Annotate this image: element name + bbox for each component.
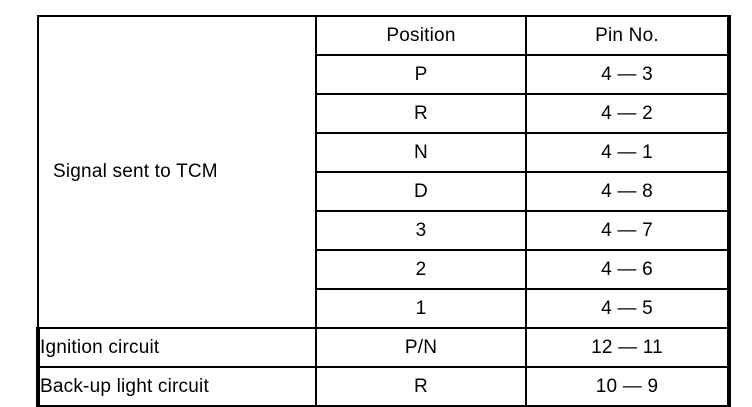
table-row: R 4 — 2 [38,93,731,134]
cell-pin: 4 — 3 [525,54,731,95]
cell-pin: 4 — 7 [525,210,731,251]
table-header-row: Signal sent to TCM Position Pin No. [37,15,731,329]
cell-position: 2 [315,249,527,290]
cell-position: 1 [315,288,527,329]
cell-pin: 10 — 9 [525,366,731,407]
cell-position: N [315,132,527,173]
cell-pin: 4 — 1 [525,132,731,173]
table-row: 3 4 — 7 [38,210,731,251]
table-row: D 4 — 8 [38,171,731,212]
table-row: N 4 — 1 [38,132,731,173]
table-row: Ignition circuit P/N 12 — 11 [36,327,731,368]
cell-pin: 4 — 8 [525,171,731,212]
transmission-range-switch-table: Signal sent to TCM Position Pin No. P 4 … [36,15,731,407]
cell-position: R [315,93,527,134]
table-body: Signal sent to TCM Position Pin No. P 4 … [36,15,731,407]
group-label-cell: Signal sent to TCM [37,15,317,329]
table-row: 2 4 — 6 [38,249,731,290]
cell-label: Back-up light circuit [36,366,317,407]
table-row: Back-up light circuit R 10 — 9 [36,366,731,407]
cell-position: D [315,171,527,212]
cell-position: P [315,54,527,95]
cell-position: R [315,366,527,407]
table-row: 1 4 — 5 [38,288,731,329]
cell-pin: 4 — 2 [525,93,731,134]
cell-position: P/N [315,327,527,368]
group-label-text: Signal sent to TCM [53,161,218,182]
cell-label: Ignition circuit [36,327,317,368]
cell-pin: 4 — 6 [525,249,731,290]
column-header-position: Position [315,15,527,56]
cell-pin: 12 — 11 [525,327,731,368]
column-header-pin-no: Pin No. [525,15,731,56]
table-row: P 4 — 3 [38,54,731,95]
cell-pin: 4 — 5 [525,288,731,329]
cell-position: 3 [315,210,527,251]
